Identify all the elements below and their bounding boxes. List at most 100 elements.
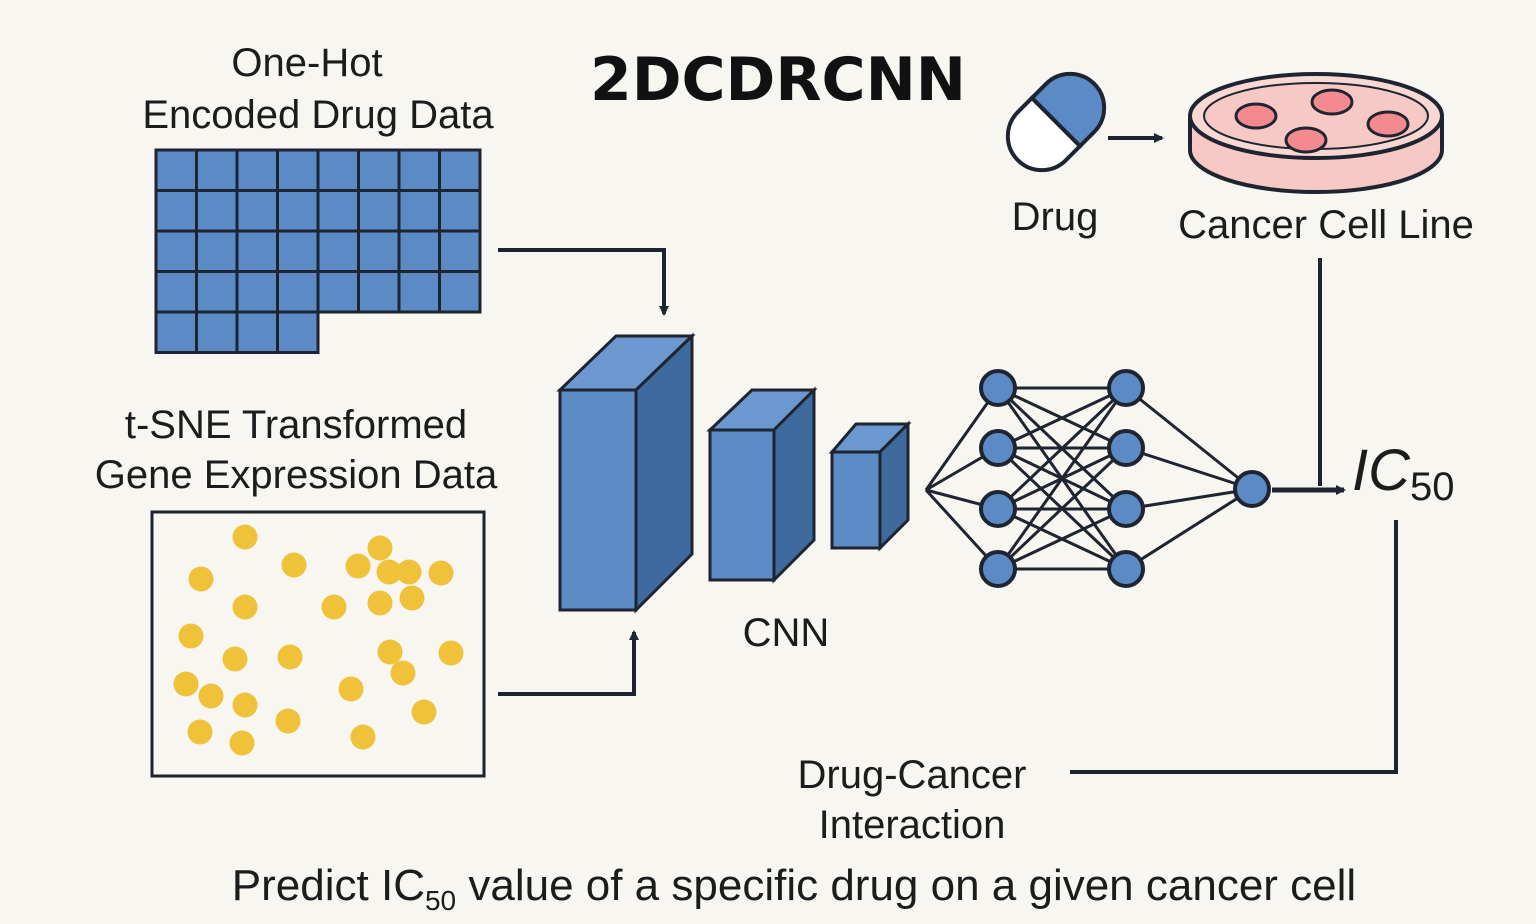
tsne-point: [367, 535, 393, 561]
tsne-point: [345, 553, 371, 579]
onehot-cell: [195, 148, 239, 192]
nn-edge: [997, 386, 1127, 450]
nn-edge: [1125, 446, 1253, 491]
onehot-cell: [235, 148, 279, 192]
ic50-to-interaction-line: [1070, 520, 1398, 774]
tsne-point: [173, 671, 199, 697]
tsne-point: [232, 594, 258, 620]
tsne-point: [198, 683, 224, 709]
onehot-cell: [397, 270, 441, 314]
onehot-cell: [276, 189, 320, 233]
tsne-point: [321, 594, 347, 620]
onehot-cell: [357, 148, 401, 192]
onehot-label-line1: One-Hot: [231, 41, 382, 85]
nn-edge: [996, 386, 1128, 511]
onehot-matrix-grid: [154, 148, 482, 354]
onehot-cell: [235, 270, 279, 314]
onehot-cell: [316, 148, 360, 192]
tsne-point: [187, 719, 213, 745]
tsne-to-cnn-arrow: [498, 630, 639, 696]
caption-subscript: 50: [425, 885, 456, 916]
onehot-cell: [438, 229, 482, 273]
neural-network-edges: [924, 386, 1253, 571]
onehot-cell: [357, 229, 401, 273]
cnn-layer-3-block: [828, 420, 912, 552]
onehot-cell: [154, 229, 198, 273]
tsne-point: [428, 560, 454, 586]
cell-line-label: Cancer Cell Line: [1178, 203, 1474, 247]
onehot-cell: [276, 229, 320, 273]
nn-output-node: [1233, 470, 1271, 508]
tsne-point: [438, 640, 464, 666]
onehot-cell: [154, 189, 198, 233]
tsne-point: [390, 660, 416, 686]
onehot-cell: [316, 270, 360, 314]
onehot-cell: [276, 270, 320, 314]
nn-edge: [997, 507, 1127, 571]
onehot-cell: [235, 229, 279, 273]
onehot-cell: [195, 270, 239, 314]
onehot-cell: [195, 189, 239, 233]
onehot-cell: [235, 189, 279, 233]
nn-edge: [996, 446, 1128, 571]
tsne-point: [232, 692, 258, 718]
onehot-label-line2: Encoded Drug Data: [142, 93, 494, 137]
onehot-cell: [276, 148, 320, 192]
diagram-title: 2DCDRCNN: [590, 45, 966, 115]
onehot-cell: [316, 189, 360, 233]
interaction-label-line1: Drug-Cancer: [798, 753, 1027, 797]
tsne-point: [338, 676, 364, 702]
onehot-cell: [397, 229, 441, 273]
ic50-output-label: IC50: [1352, 438, 1455, 509]
nn-edge: [996, 387, 1128, 570]
caption-before: Predict IC: [232, 861, 425, 910]
neural-network-nodes: [979, 369, 1271, 588]
tsne-point: [399, 585, 425, 611]
onehot-cell: [235, 310, 279, 354]
drug-label: Drug: [1012, 195, 1099, 239]
tsne-label-line2: Gene Expression Data: [95, 453, 498, 497]
petri-dish-icon: [1188, 72, 1444, 194]
tsne-point: [367, 590, 393, 616]
nn-node: [1107, 490, 1145, 528]
nn-edge: [1125, 487, 1253, 511]
nn-node: [1107, 429, 1145, 467]
capsule-icon: [1005, 71, 1107, 173]
onehot-cell: [195, 310, 239, 354]
nn-node: [979, 490, 1017, 528]
onehot-cell: [154, 270, 198, 314]
onehot-cell: [438, 270, 482, 314]
onehot-cell: [397, 148, 441, 192]
tsne-point: [396, 559, 422, 585]
tsne-point: [277, 644, 303, 670]
interaction-label-line2: Interaction: [819, 803, 1006, 847]
caption-text: Predict IC50 value of a specific drug on…: [232, 861, 1356, 916]
tsne-point: [377, 639, 403, 665]
tsne-point: [188, 566, 214, 592]
onehot-cell: [357, 189, 401, 233]
tsne-point: [376, 559, 402, 585]
cnn-label: CNN: [743, 611, 830, 655]
onehot-to-cnn-arrow: [498, 248, 669, 316]
ic50-subscript: 50: [1410, 465, 1455, 509]
onehot-cell: [195, 229, 239, 273]
nn-edge: [1125, 487, 1253, 571]
tsne-point: [222, 646, 248, 672]
tsne-point: [229, 730, 255, 756]
onehot-cell: [357, 270, 401, 314]
onehot-cell: [154, 310, 198, 354]
nn-node: [979, 429, 1017, 467]
tsne-point: [232, 524, 258, 550]
onehot-cell: [397, 189, 441, 233]
nn-node: [979, 369, 1017, 407]
nn-node: [979, 550, 1017, 588]
onehot-cell: [438, 148, 482, 192]
caption-after: value of a specific drug on a given canc…: [456, 861, 1356, 910]
onehot-cell: [276, 310, 320, 354]
nn-edge: [924, 387, 1000, 491]
tsne-point: [281, 552, 307, 578]
tsne-scatter-points: [173, 524, 464, 756]
tsne-point: [350, 724, 376, 750]
